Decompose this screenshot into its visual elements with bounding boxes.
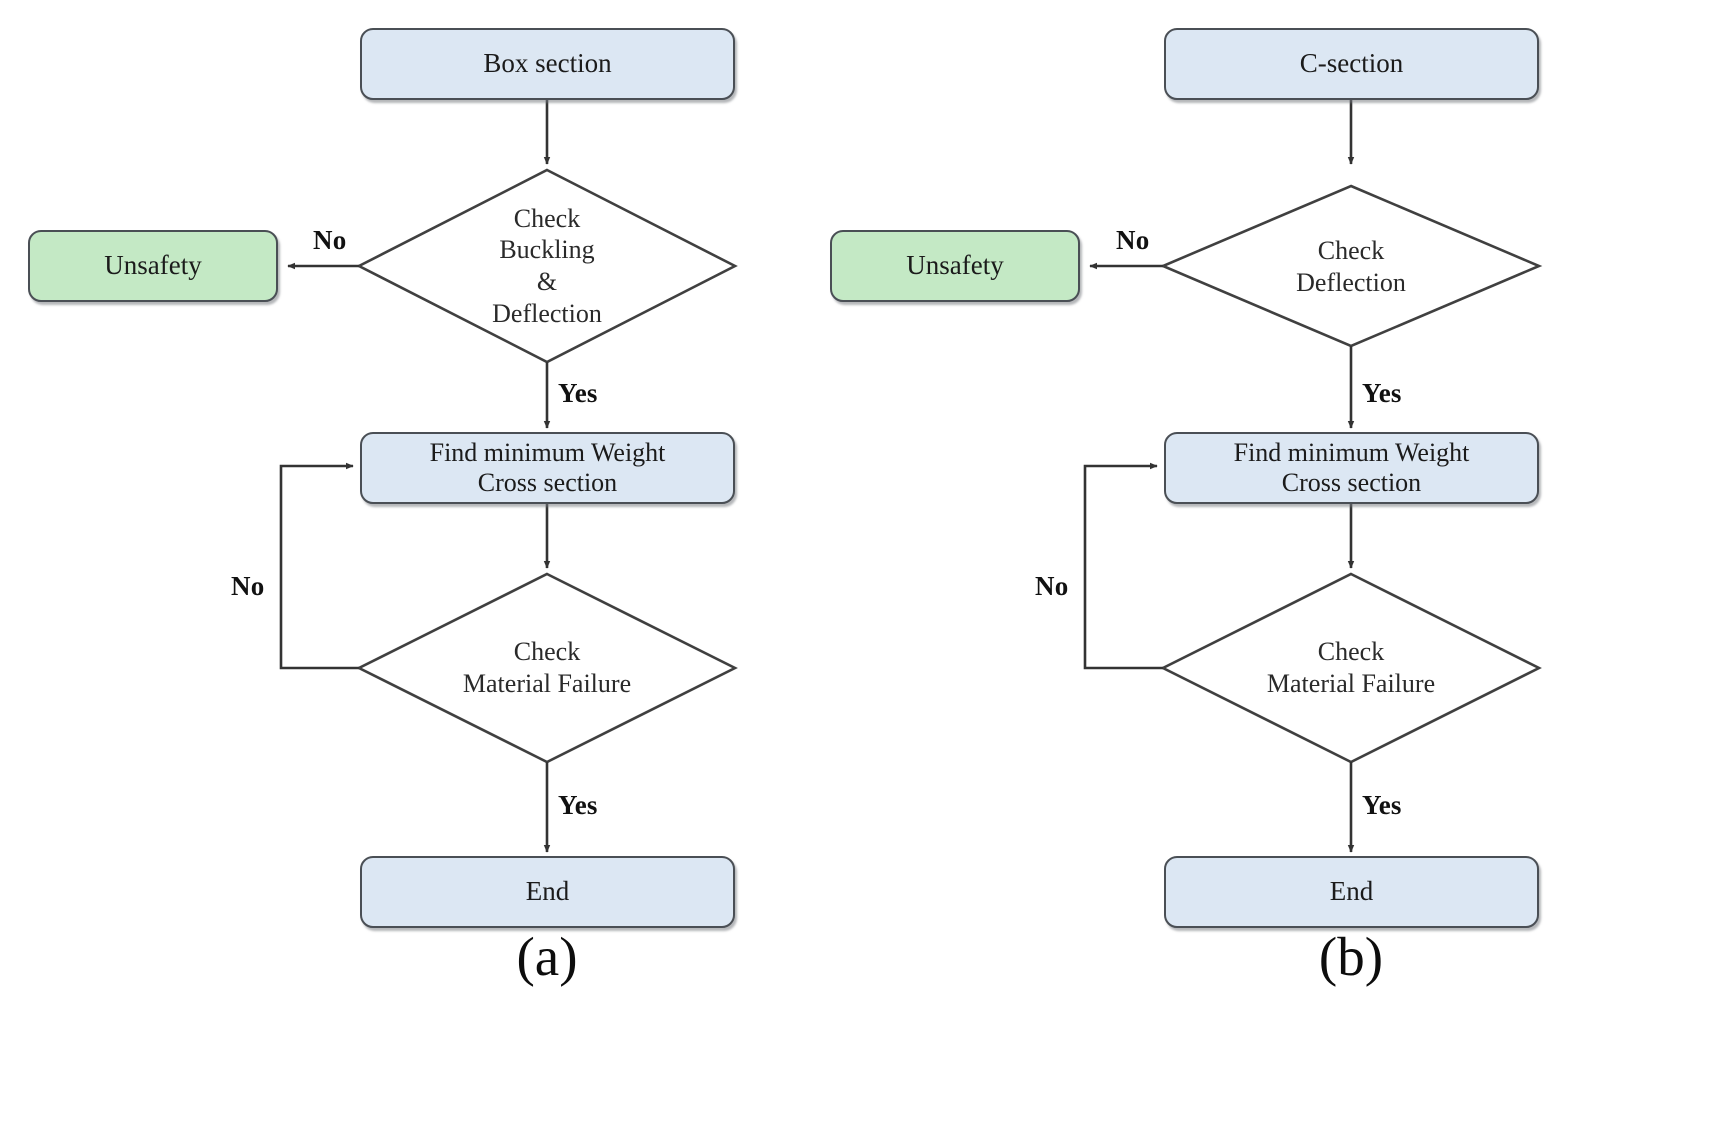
node-label: Unsafety — [906, 250, 1004, 281]
decision-check-material-failure-b[interactable]: Check Material Failure — [1236, 628, 1466, 708]
decision-check-buckling-deflection[interactable]: Check Buckling & Deflection — [447, 198, 647, 334]
decision-check-material-failure-a[interactable]: Check Material Failure — [432, 628, 662, 708]
node-end-b[interactable]: End — [1164, 856, 1539, 928]
node-label: Unsafety — [104, 250, 202, 281]
edge-label-text: Yes — [1362, 790, 1402, 820]
node-unsafety-b[interactable]: Unsafety — [830, 230, 1080, 302]
node-find-minimum-weight-b[interactable]: Find minimum Weight Cross section — [1164, 432, 1539, 504]
node-label: Box section — [483, 48, 612, 79]
decision-check-deflection[interactable]: Check Deflection — [1251, 232, 1451, 302]
edge-label-no-b-2: No — [1035, 571, 1068, 602]
decision-label: Check Deflection — [1296, 236, 1406, 297]
edge-label-text: Yes — [558, 378, 598, 408]
edge-label-text: Yes — [1362, 378, 1402, 408]
node-label: End — [1329, 876, 1374, 907]
node-label: C-section — [1299, 48, 1404, 79]
decision-label: Check Buckling & Deflection — [492, 203, 602, 328]
caption-text: (a) — [516, 926, 578, 987]
edge-label-yes-b-2: Yes — [1362, 790, 1402, 821]
edge-label-no-a-1: No — [313, 225, 346, 256]
edge-label-text: No — [1116, 225, 1150, 255]
node-label: Find minimum Weight Cross section — [429, 437, 666, 497]
node-end-a[interactable]: End — [360, 856, 735, 928]
edge-label-yes-a-1: Yes — [558, 378, 598, 409]
caption-panel-b: (b) — [1271, 925, 1431, 988]
edge-label-text: No — [1035, 571, 1069, 601]
node-unsafety-a[interactable]: Unsafety — [28, 230, 278, 302]
edge-label-yes-a-2: Yes — [558, 790, 598, 821]
edge-label-text: No — [231, 571, 265, 601]
caption-panel-a: (a) — [467, 925, 627, 988]
node-label: End — [525, 876, 570, 907]
edge-label-no-b-1: No — [1116, 225, 1149, 256]
node-c-section[interactable]: C-section — [1164, 28, 1539, 100]
node-box-section[interactable]: Box section — [360, 28, 735, 100]
edge-label-no-a-2: No — [231, 571, 264, 602]
node-label: Find minimum Weight Cross section — [1233, 437, 1470, 497]
edge-label-text: No — [313, 225, 347, 255]
decision-label: Check Material Failure — [1266, 637, 1436, 698]
node-find-minimum-weight-a[interactable]: Find minimum Weight Cross section — [360, 432, 735, 504]
edge-label-text: Yes — [558, 790, 598, 820]
edge-label-yes-b-1: Yes — [1362, 378, 1402, 409]
decision-label: Check Material Failure — [462, 637, 632, 698]
caption-text: (b) — [1318, 926, 1384, 987]
